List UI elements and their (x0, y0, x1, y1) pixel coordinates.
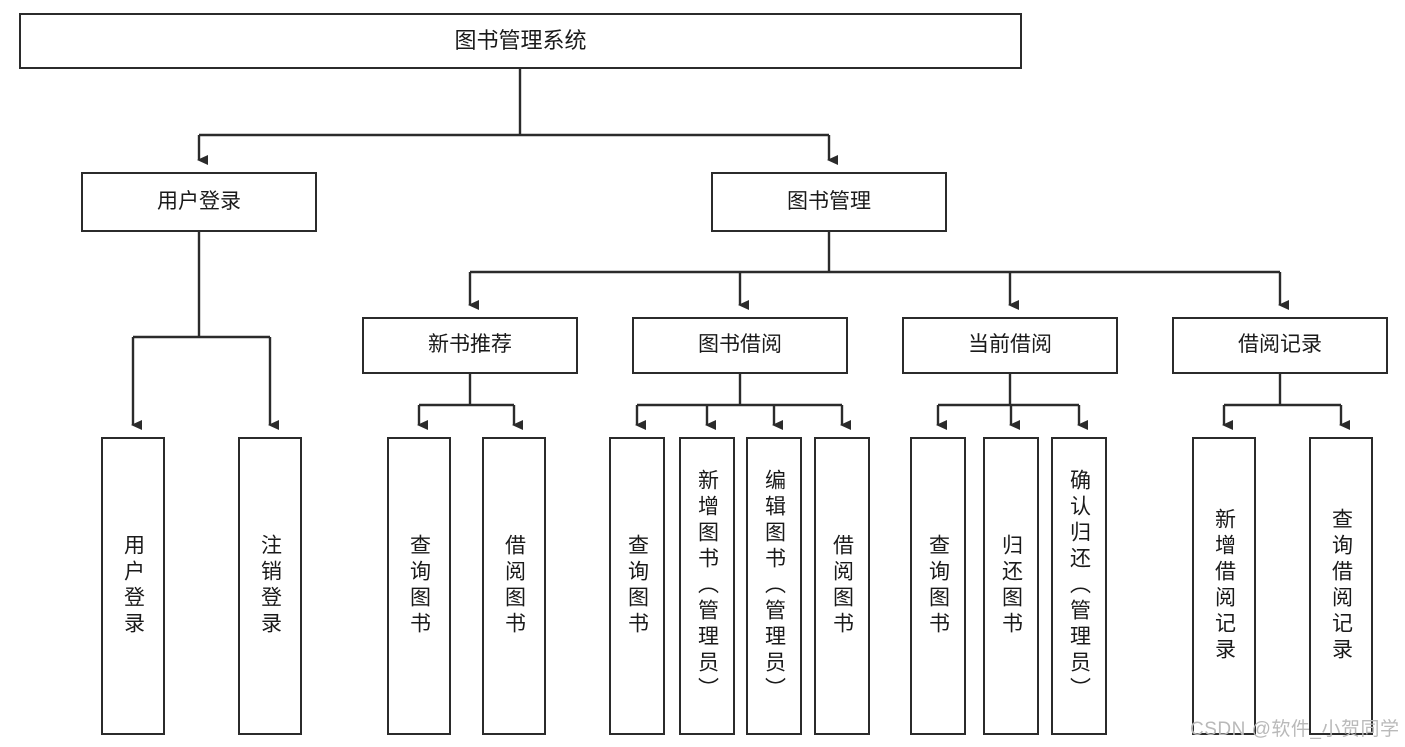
node-book-manage[interactable]: 图书管理 (711, 172, 947, 232)
connector-lines (131, 69, 1350, 430)
node-leaf-rec-borrow[interactable]: 借阅图书 (482, 437, 546, 735)
node-leaf-cur-query[interactable]: 查询图书 (910, 437, 966, 735)
node-label: 查询图书 (926, 534, 950, 638)
node-label: 编辑图书（管理员） (762, 469, 786, 703)
node-label: 新书推荐 (428, 333, 512, 357)
node-leaf-rec-query2[interactable]: 查询借阅记录 (1309, 437, 1373, 735)
node-borrow-record[interactable]: 借阅记录 (1172, 317, 1388, 374)
node-label: 新增图书（管理员） (695, 469, 719, 703)
node-leaf-user-login[interactable]: 用户登录 (101, 437, 165, 735)
node-leaf-user-logout[interactable]: 注销登录 (238, 437, 302, 735)
node-leaf-borrow-add[interactable]: 新增图书（管理员） (679, 437, 735, 735)
node-leaf-borrow-query[interactable]: 查询图书 (609, 437, 665, 735)
node-label: 图书借阅 (698, 333, 782, 357)
node-label: 用户登录 (121, 534, 145, 638)
node-label: 图书管理系统 (454, 27, 587, 53)
node-label: 借阅记录 (1238, 333, 1322, 357)
node-book-borrow[interactable]: 图书借阅 (632, 317, 848, 374)
node-leaf-borrow-edit[interactable]: 编辑图书（管理员） (746, 437, 802, 735)
node-leaf-cur-confirm[interactable]: 确认归还（管理员） (1051, 437, 1107, 735)
node-label: 借阅图书 (502, 534, 526, 638)
node-label: 查询图书 (407, 534, 431, 638)
node-root[interactable]: 图书管理系统 (19, 13, 1022, 69)
node-label: 查询借阅记录 (1329, 508, 1353, 664)
node-leaf-rec-query[interactable]: 查询图书 (387, 437, 451, 735)
node-label: 归还图书 (999, 534, 1023, 638)
node-label: 图书管理 (787, 189, 871, 213)
node-leaf-cur-return[interactable]: 归还图书 (983, 437, 1039, 735)
node-label: 确认归还（管理员） (1067, 469, 1091, 703)
node-new-book-rec[interactable]: 新书推荐 (362, 317, 578, 374)
node-label: 查询图书 (625, 534, 649, 638)
node-user-login[interactable]: 用户登录 (81, 172, 317, 232)
node-label: 借阅图书 (830, 534, 854, 638)
node-label: 当前借阅 (968, 333, 1052, 357)
node-label: 注销登录 (258, 534, 282, 638)
node-leaf-rec-add[interactable]: 新增借阅记录 (1192, 437, 1256, 735)
node-label: 用户登录 (157, 189, 241, 213)
node-leaf-borrow-do[interactable]: 借阅图书 (814, 437, 870, 735)
node-current-borrow[interactable]: 当前借阅 (902, 317, 1118, 374)
node-label: 新增借阅记录 (1212, 508, 1236, 664)
